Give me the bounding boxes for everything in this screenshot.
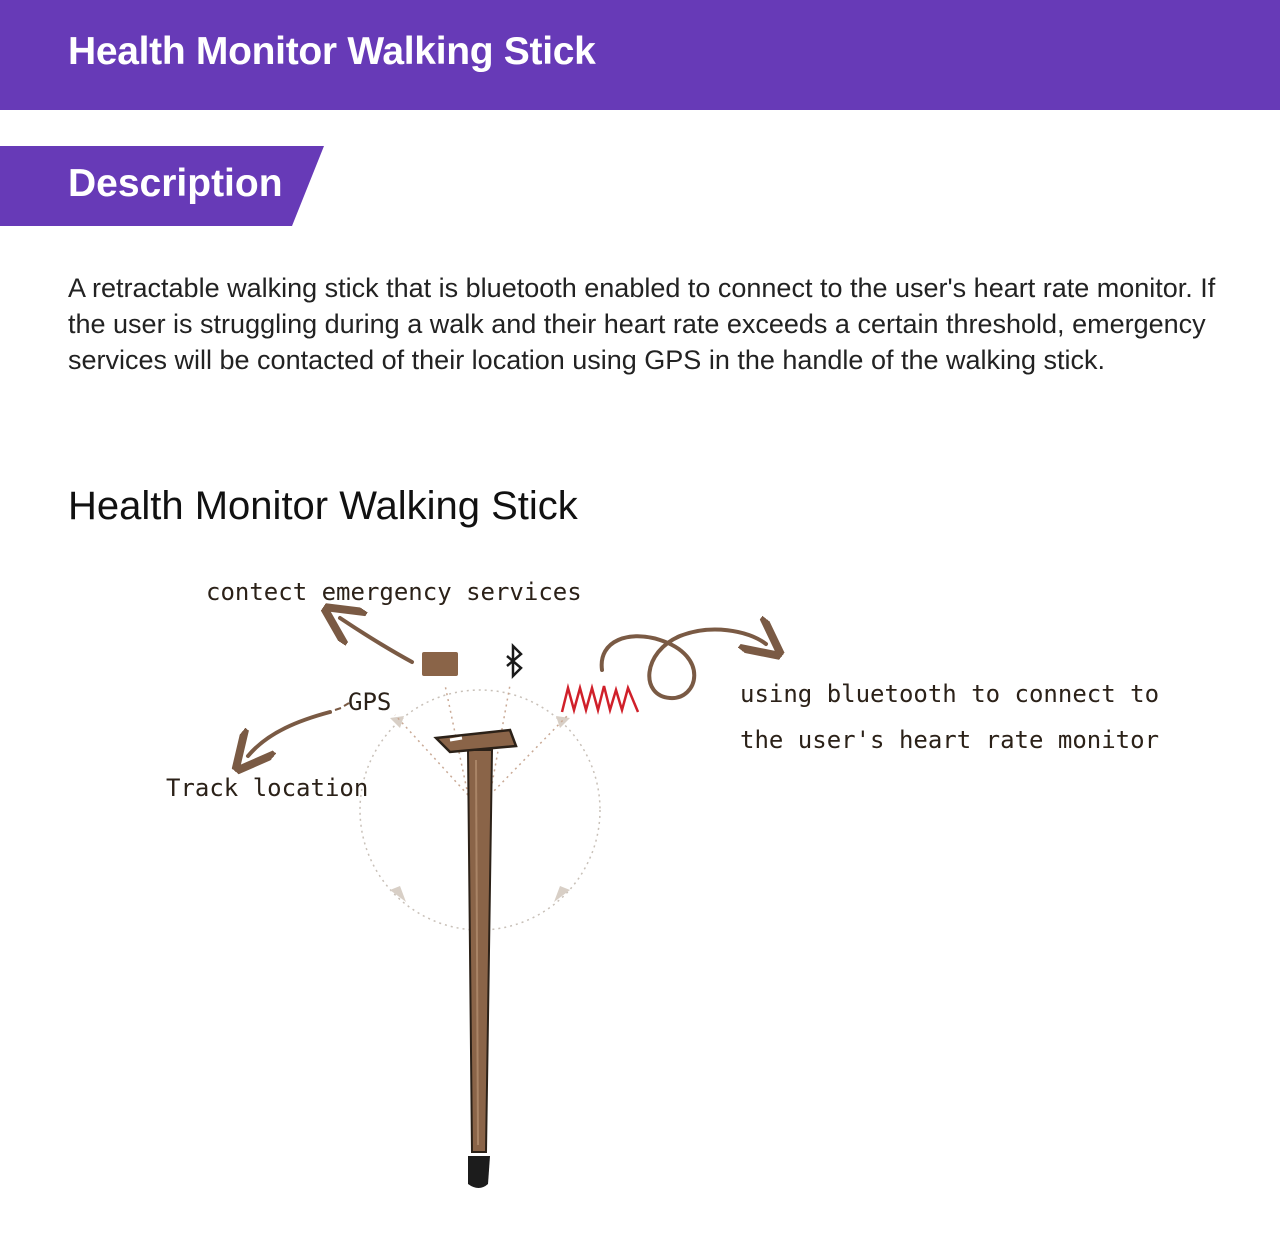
signal-range-circle (359, 689, 601, 931)
label-bluetooth-line1: using bluetooth to connect to (740, 680, 1159, 708)
gps-module-box (422, 652, 458, 676)
bluetooth-icon (506, 642, 523, 680)
label-bluetooth-line2: the user's heart rate monitor (740, 726, 1159, 754)
circle-arrowhead-left (390, 886, 406, 902)
label-contact-emergency: contect emergency services (206, 578, 582, 606)
track-arrow (248, 710, 332, 756)
heartbeat-icon (560, 683, 640, 715)
figure-title: Health Monitor Walking Stick (68, 484, 578, 528)
stick-shaft (466, 749, 494, 1153)
bluetooth-loop-arrow (599, 630, 766, 701)
stick-handle (433, 728, 518, 754)
description-text: A retractable walking stick that is blue… (68, 273, 1216, 375)
stick-tip (468, 1156, 490, 1188)
section-heading: Description (68, 162, 283, 205)
handle-highlight (449, 736, 463, 742)
section-tab (0, 146, 324, 226)
label-track-location: Track location (166, 774, 368, 802)
contact-arrow (340, 618, 414, 664)
header-bar: Health Monitor Walking Stick (0, 0, 1280, 110)
gps-dashes (334, 702, 350, 711)
page-title: Health Monitor Walking Stick (68, 30, 596, 73)
stick-highlight (475, 759, 479, 1146)
label-gps: GPS (348, 688, 391, 716)
circle-arrowhead-right (554, 886, 570, 902)
circle-arrowhead-topleft (390, 716, 404, 728)
circle-arrowhead-topright (556, 716, 570, 728)
walking-stick-illustration: contect emergency services GPS Track loc… (166, 578, 1159, 1188)
